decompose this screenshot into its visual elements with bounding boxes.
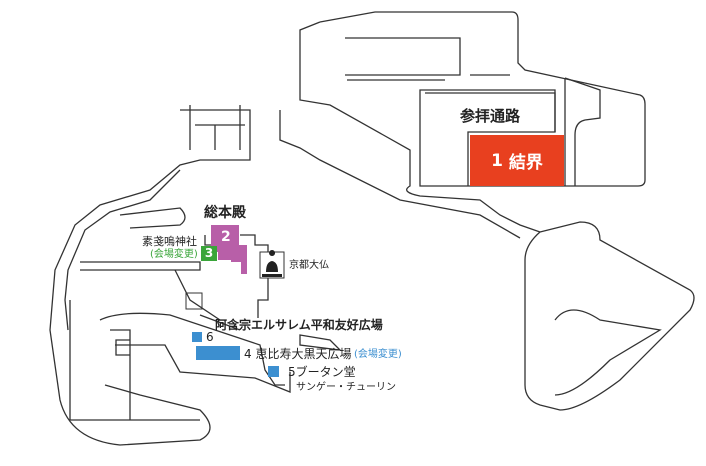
venue-5-marker[interactable] xyxy=(268,366,279,377)
venue-5-sub: サンゲー・チューリン xyxy=(296,382,396,393)
venue-4-label: 4 恵比寿大黒天広場 xyxy=(244,347,352,361)
susanoo-note: (会場変更) xyxy=(150,249,198,260)
venue-5-label: 5ブータン堂 xyxy=(288,365,356,379)
buddha-icon xyxy=(262,250,282,277)
venue-4-note: (会場変更) xyxy=(354,349,402,360)
venue-1-number: 1 xyxy=(491,150,503,171)
venue-1-kekkai[interactable]: 1 結界 xyxy=(470,135,564,186)
sanpai-label: 参拝通路 xyxy=(460,107,521,125)
jerusalem-label: 阿含宗エルサレム平和友好広場 xyxy=(215,318,383,332)
venue-1-name: 結界 xyxy=(508,153,543,173)
daibutsu-label: 京都大仏 xyxy=(289,260,329,271)
sohonden-label: 総本殿 xyxy=(204,205,246,221)
venue-2-number: 2 xyxy=(221,229,231,245)
venue-3-marker[interactable]: 3 xyxy=(201,246,217,261)
venue-4-area[interactable] xyxy=(196,346,240,360)
venue-6-number: 6 xyxy=(206,330,214,344)
venue-6-marker[interactable] xyxy=(192,332,202,342)
susanoo-label: 素戔嗚神社 xyxy=(142,235,197,248)
